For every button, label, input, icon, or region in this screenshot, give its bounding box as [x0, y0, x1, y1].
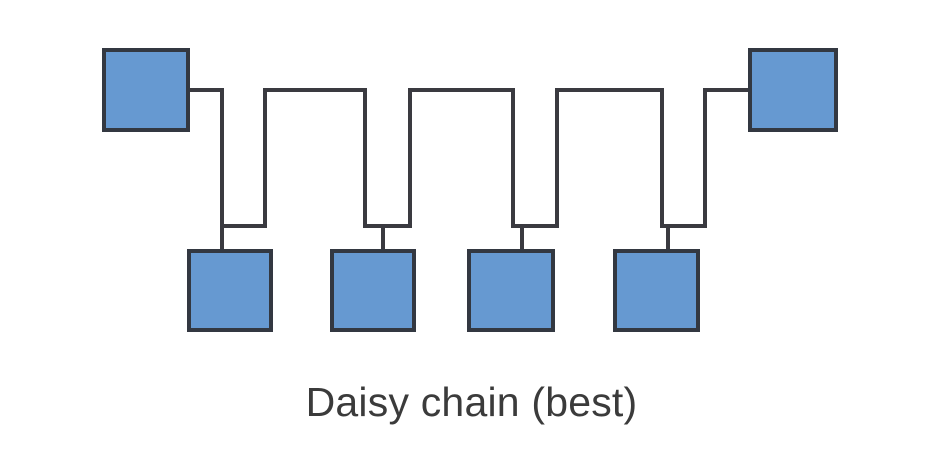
node-bottom-2[interactable] — [330, 249, 416, 332]
node-bottom-3[interactable] — [467, 249, 555, 332]
node-top-right[interactable] — [748, 48, 838, 132]
link-bottom-2-to-bottom-3 — [383, 88, 524, 255]
link-bottom-4-to-top-right — [668, 88, 748, 228]
link-top-left-to-bottom-1 — [190, 88, 224, 255]
link-bottom-1-to-bottom-2 — [222, 88, 385, 255]
node-bottom-4[interactable] — [613, 249, 700, 332]
node-top-left[interactable] — [102, 48, 190, 132]
diagram-caption: Daisy chain (best) — [305, 379, 638, 425]
node-bottom-1[interactable] — [187, 249, 273, 332]
link-bottom-3-to-bottom-4 — [522, 88, 670, 255]
